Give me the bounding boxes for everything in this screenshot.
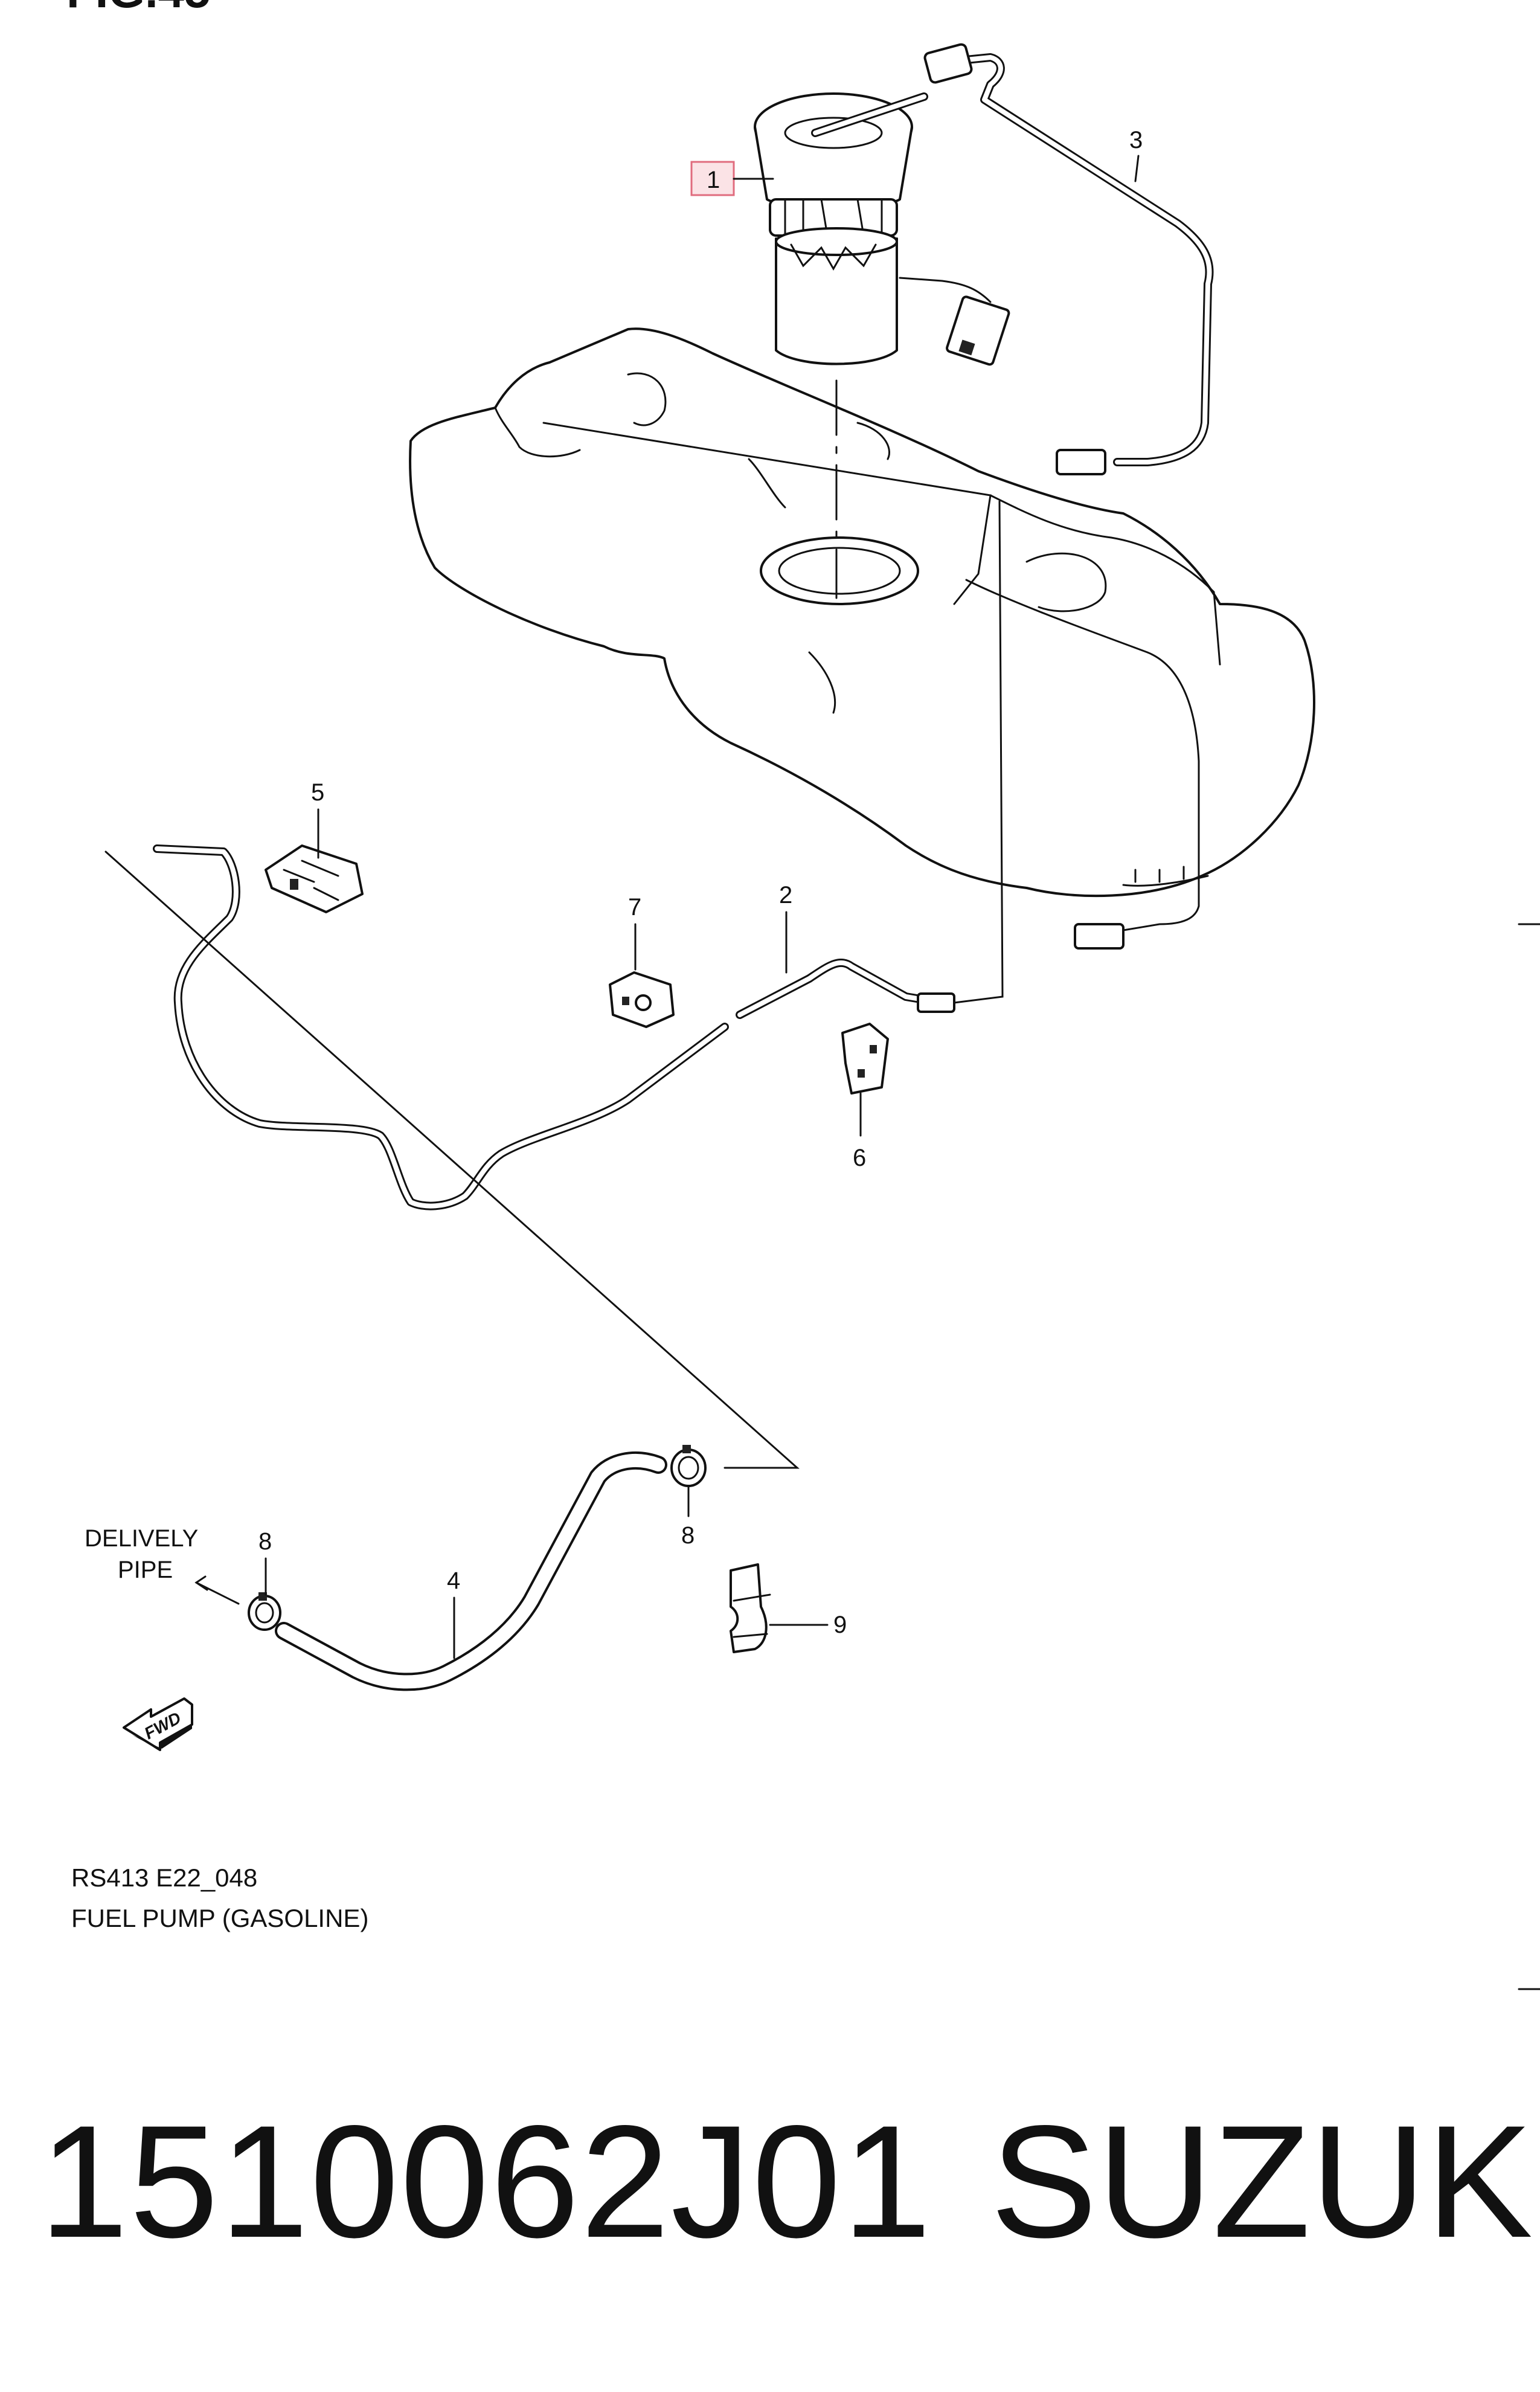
callout-8-upper-label: 8 bbox=[681, 1522, 695, 1549]
callout-1-label: 1 bbox=[707, 167, 720, 193]
hose-clamp-upper[interactable] bbox=[670, 1445, 707, 1487]
wiring-harness[interactable] bbox=[923, 43, 1214, 950]
diagram-code: RS413 E22_048 bbox=[71, 1863, 257, 1892]
callout-3-label: 3 bbox=[1129, 127, 1143, 153]
clip-part-5[interactable] bbox=[265, 844, 364, 913]
clamp-part-9[interactable] bbox=[730, 1563, 771, 1653]
callout-7[interactable]: 7 bbox=[628, 894, 641, 971]
clip-part-6[interactable] bbox=[841, 1023, 889, 1095]
callout-5[interactable]: 5 bbox=[311, 779, 324, 859]
arrowhead-icon bbox=[194, 1575, 208, 1591]
fwd-arrow-icon: FWD bbox=[123, 1697, 193, 1751]
part-number: 1510062J01 bbox=[39, 2092, 932, 2271]
brand-name: SUZUKI bbox=[990, 2092, 1540, 2271]
hose-clamp-lower[interactable] bbox=[248, 1592, 281, 1631]
parts-diagram: FIG.45 bbox=[66, 0, 1540, 1990]
callout-6[interactable]: 6 bbox=[853, 1092, 866, 1171]
fuel-pipe[interactable] bbox=[153, 844, 955, 1210]
callout-4[interactable]: 4 bbox=[447, 1567, 460, 1659]
tank-wiring bbox=[542, 422, 1221, 1004]
delivery-pipe-line1: DELIVELY bbox=[85, 1525, 198, 1552]
fuel-tank bbox=[409, 327, 1316, 898]
callout-7-label: 7 bbox=[628, 894, 641, 921]
callout-8-lower[interactable]: 8 bbox=[258, 1528, 272, 1596]
delivery-pipe-line2: PIPE bbox=[118, 1557, 173, 1583]
hose-part-4[interactable] bbox=[275, 1452, 667, 1691]
callout-8-lower-label: 8 bbox=[258, 1528, 272, 1555]
callout-6-label: 6 bbox=[853, 1145, 866, 1171]
callout-4-label: 4 bbox=[447, 1567, 460, 1594]
fuel-pump-assembly[interactable] bbox=[754, 92, 1010, 366]
diagram-title: FUEL PUMP (GASOLINE) bbox=[71, 1904, 368, 1932]
callout-2-label: 2 bbox=[779, 882, 792, 908]
callout-9[interactable]: 9 bbox=[769, 1612, 847, 1638]
fig-label: FIG.45 bbox=[66, 0, 210, 18]
delivery-pipe-note: DELIVELY PIPE bbox=[85, 1525, 240, 1605]
callout-5-label: 5 bbox=[311, 779, 324, 806]
clip-part-7[interactable] bbox=[609, 971, 675, 1028]
callout-1[interactable]: 1 bbox=[690, 161, 774, 196]
leader-line bbox=[104, 850, 800, 1469]
callout-3[interactable]: 3 bbox=[1129, 127, 1143, 182]
callout-9-label: 9 bbox=[833, 1612, 847, 1638]
delivery-arrow bbox=[195, 1581, 240, 1605]
callout-8-upper[interactable]: 8 bbox=[681, 1486, 695, 1549]
callout-2[interactable]: 2 bbox=[779, 882, 792, 974]
